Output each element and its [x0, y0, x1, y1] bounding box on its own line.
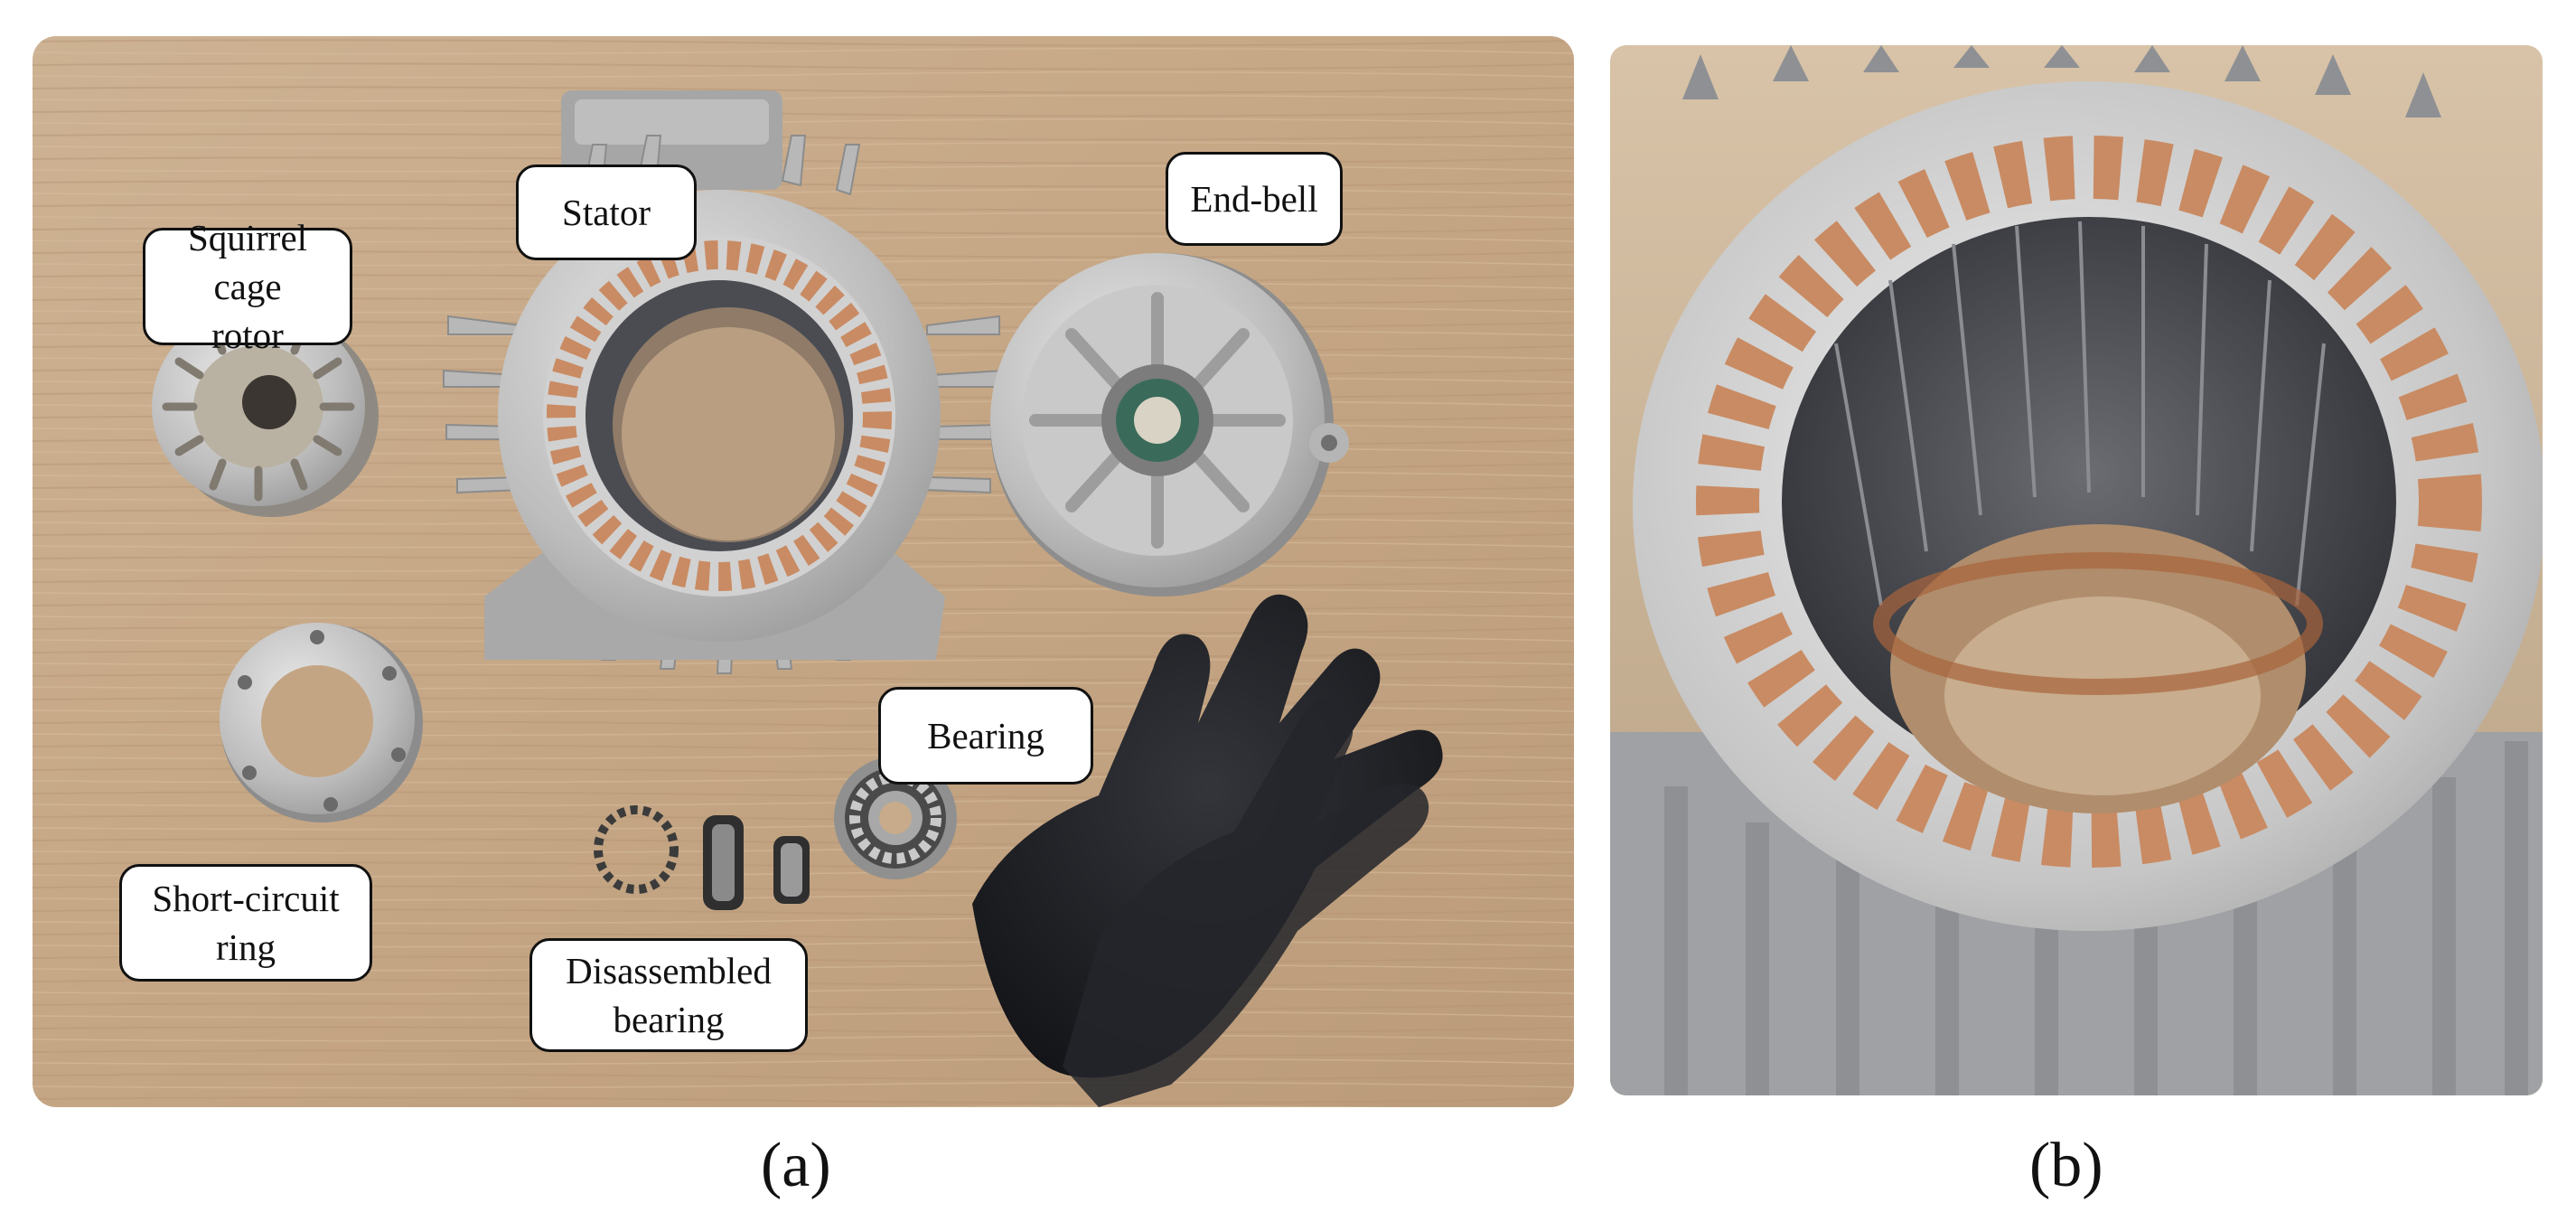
squirrel-cage-rotor: [152, 307, 379, 517]
end-bell: [990, 253, 1349, 597]
stator-closeup-photo: [1610, 45, 2543, 1095]
label-squirrel-cage-rotor: Squirrel cage rotor: [143, 217, 352, 356]
photo-panel-a: Squirrel cage rotor Stator End-bell Bear…: [33, 36, 1574, 1107]
label-stator: Stator: [516, 164, 697, 260]
label-short-circuit-ring: Short-circuit ring: [119, 864, 372, 982]
caption-a: (a): [761, 1131, 831, 1200]
label-disassembled-bearing: Disassembled bearing: [529, 938, 808, 1052]
black-gloves: [972, 594, 1443, 1107]
stator: [443, 90, 1005, 674]
disassembled-bearing-parts: [594, 805, 810, 910]
caption-b: (b): [2029, 1131, 2103, 1200]
photo-panel-b: [1610, 45, 2543, 1095]
label-end-bell: End-bell: [1166, 152, 1343, 246]
cooling-fins: [1664, 741, 2528, 1095]
laminations: [1834, 221, 2326, 606]
label-bearing: Bearing: [878, 687, 1093, 785]
short-circuit-ring: [220, 623, 423, 822]
bearing: [834, 756, 957, 879]
